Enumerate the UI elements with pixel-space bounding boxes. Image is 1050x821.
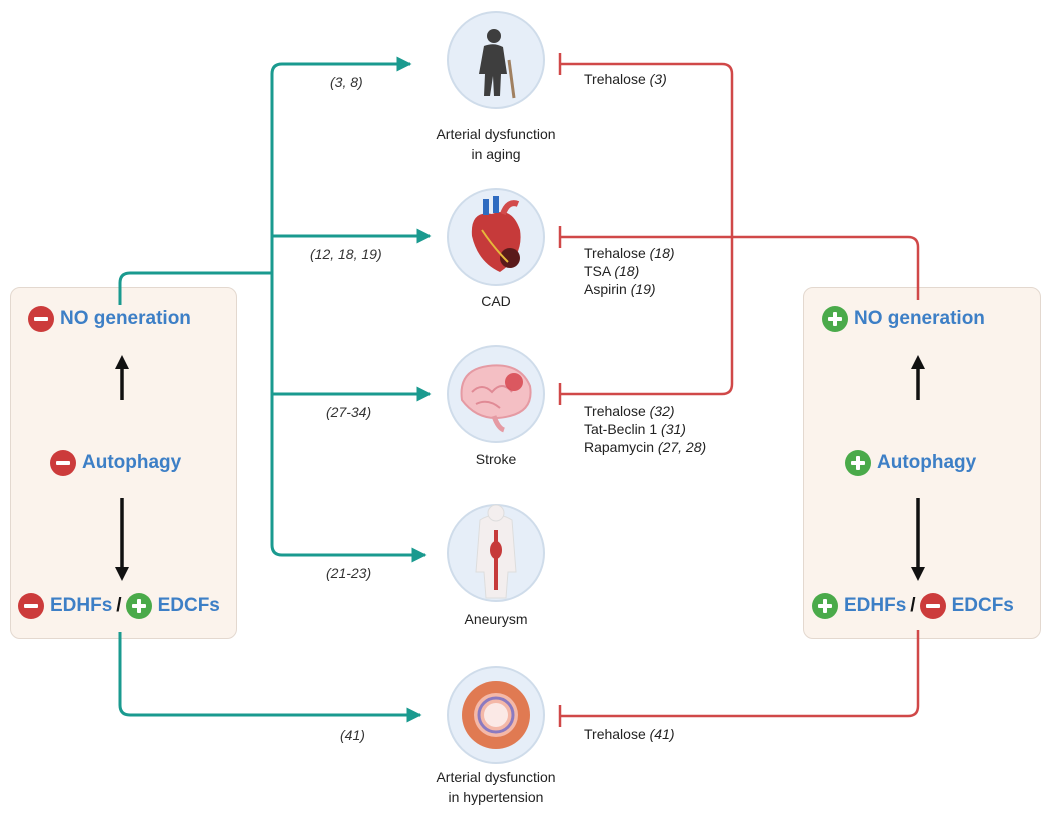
caption-hypertension-line2: in hypertension	[448, 789, 544, 805]
left-no-minus-icon	[28, 306, 54, 332]
caption-stroke: Stroke	[475, 451, 517, 467]
left-edhfs-label: EDHFs	[50, 595, 113, 616]
left-edcfs-plus-icon	[125, 593, 152, 619]
elderly-person-icon	[447, 11, 545, 109]
right-autophagy-plus-icon	[845, 450, 871, 476]
right-slash: /	[910, 595, 916, 616]
inhibit-line-cad	[560, 235, 920, 300]
brain-icon	[447, 345, 545, 443]
treatment-cad: Trehalose (18) TSA (18) Aspirin (19)	[584, 244, 675, 298]
caption-aging-line1: Arterial dysfunction	[436, 126, 556, 142]
left-no-generation: NO generation	[28, 306, 191, 332]
promote-trunk	[270, 56, 412, 545]
treatment-stroke: Trehalose (32) Tat-Beclin 1 (31) Rapamyc…	[584, 402, 706, 456]
left-no-generation-label: NO generation	[60, 308, 191, 329]
left-autophagy-label: Autophagy	[82, 452, 182, 473]
caption-hypertension: Arterial dysfunction in hypertension	[396, 767, 596, 807]
caption-aging: Arterial dysfunction in aging	[396, 124, 596, 164]
promote-arrow-hypertension	[118, 632, 422, 723]
right-edcfs-label: EDCFs	[951, 595, 1014, 616]
right-edcfs-minus-icon	[919, 593, 946, 619]
aorta-aneurysm-icon	[447, 504, 545, 602]
treatment-stroke-item: Rapamycin (27, 28)	[584, 439, 707, 455]
left-slash: /	[116, 595, 122, 616]
treatment-hypertension-item: Trehalose (41)	[584, 726, 675, 742]
panel-arrows	[115, 355, 925, 581]
left-edhfs-minus-icon	[18, 593, 44, 619]
treatment-stroke-item: Trehalose (32)	[584, 403, 675, 419]
promote-arrows	[118, 56, 432, 723]
promote-arrow-aneurysm	[270, 544, 427, 563]
artery-cross-section-icon	[447, 666, 545, 764]
treatment-stroke-item: Tat-Beclin 1 (31)	[584, 421, 686, 437]
right-no-plus-icon	[822, 306, 848, 332]
treatment-cad-item: TSA (18)	[584, 263, 640, 279]
treatment-aging-item: Trehalose (3)	[584, 71, 667, 87]
treatment-cad-item: Trehalose (18)	[584, 245, 675, 261]
right-no-generation: NO generation	[822, 306, 985, 332]
left-autophagy: Autophagy	[50, 450, 181, 476]
condition-icons	[447, 11, 545, 764]
citation-aneurysm: (21-23)	[326, 565, 372, 581]
citation-stroke: (27-34)	[326, 404, 372, 420]
citation-cad: (12, 18, 19)	[310, 246, 382, 262]
right-edhfs-label: EDHFs	[844, 595, 907, 616]
left-autophagy-minus-icon	[50, 450, 76, 476]
inhibit-line-aging	[560, 62, 734, 396]
right-no-generation-label: NO generation	[854, 308, 985, 329]
right-edhfs-edcfs: EDHFs / EDCFs	[812, 593, 1014, 619]
treatment-aging: Trehalose (3)	[584, 70, 667, 88]
promote-arrow-root	[118, 271, 272, 305]
treatment-hypertension: Trehalose (41)	[584, 725, 675, 743]
inhibit-lines	[558, 53, 920, 727]
heart-icon	[447, 188, 545, 286]
caption-aneurysm: Aneurysm	[464, 611, 528, 627]
right-edhfs-plus-icon	[812, 593, 838, 619]
left-edhfs-edcfs: EDHFs / EDCFs	[18, 593, 220, 619]
citation-aging: (3, 8)	[330, 74, 363, 90]
citation-hypertension: (41)	[340, 727, 365, 743]
treatment-cad-item: Aspirin (19)	[584, 281, 656, 297]
inhibit-line-hypertension	[560, 630, 920, 718]
caption-cad: CAD	[481, 293, 511, 309]
caption-aging-line2: in aging	[471, 146, 521, 162]
left-edcfs-label: EDCFs	[157, 595, 220, 616]
right-autophagy: Autophagy	[845, 450, 976, 476]
right-autophagy-label: Autophagy	[877, 452, 977, 473]
caption-hypertension-line1: Arterial dysfunction	[436, 769, 556, 785]
